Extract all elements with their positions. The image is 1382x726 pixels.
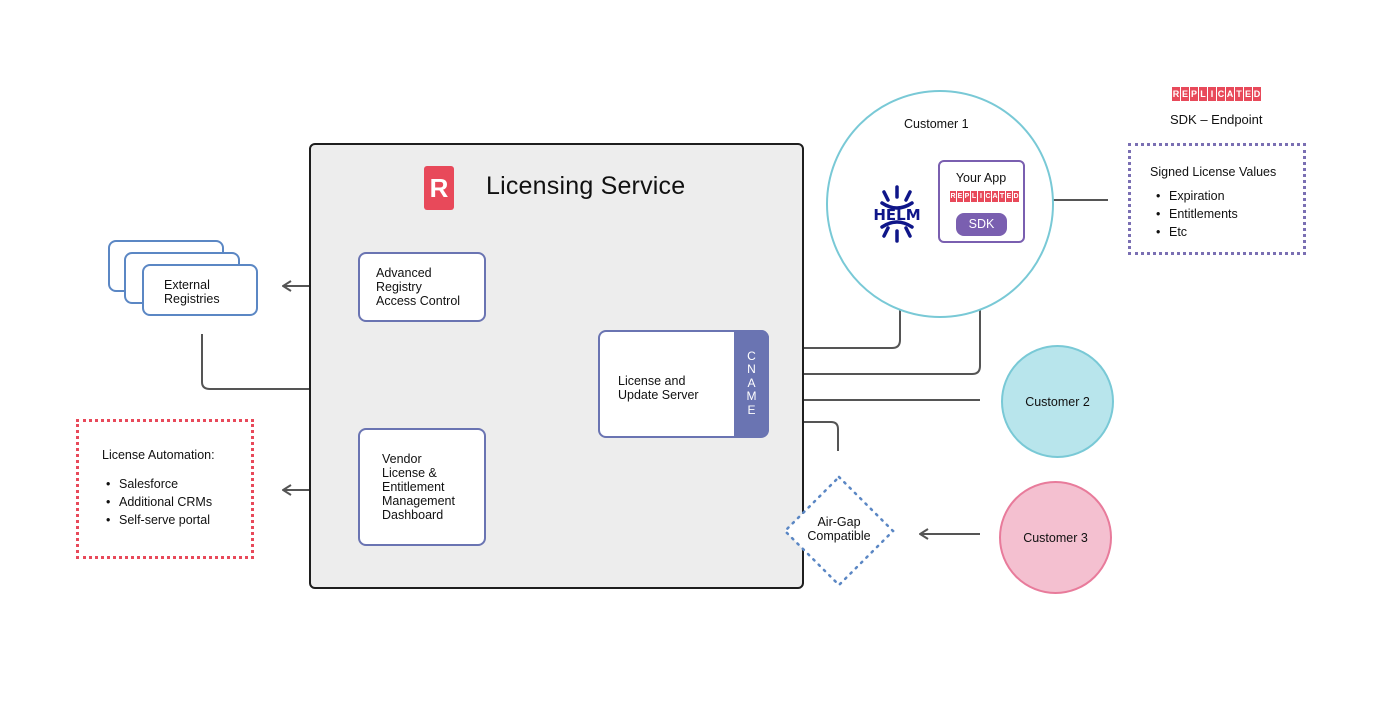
helm-logo-icon: HELM (866, 183, 928, 245)
license-value-item: Expiration (1151, 187, 1238, 205)
license-server-line: License and (618, 374, 686, 388)
vendor-dashboard-line: License & (382, 466, 437, 480)
license-server-line: Update Server (618, 388, 699, 402)
cname-letter: A (747, 375, 756, 390)
customer-2-label: Customer 2 (1025, 394, 1090, 409)
replicated-logo-small: R E P L I C A T E D (950, 191, 1019, 202)
replicated-r-logo-icon: R (424, 166, 454, 210)
logo-letter: L (971, 191, 977, 202)
license-value-item: Etc (1151, 223, 1238, 241)
logo-letter: A (992, 191, 998, 202)
automation-item: Additional CRMs (101, 493, 212, 511)
logo-letter: L (1199, 87, 1207, 101)
your-app-title: Your App (955, 171, 1007, 185)
logo-letter: C (985, 191, 991, 202)
external-registries-box[interactable]: External Registries (142, 264, 258, 316)
logo-letter: E (957, 191, 963, 202)
sdk-button[interactable]: SDK (956, 213, 1007, 236)
airgap-diamond: Air-Gap Compatible (781, 475, 897, 587)
external-registries-label: External Registries (164, 278, 220, 306)
signed-license-values-title: Signed License Values (1150, 165, 1277, 179)
logo-letter: I (1208, 87, 1216, 101)
logo-letter: E (1181, 87, 1189, 101)
signed-license-values-list: Expiration Entitlements Etc (1151, 187, 1238, 241)
helm-text: HELM (873, 206, 920, 224)
cname-letter: E (747, 402, 756, 417)
customer-3-label: Customer 3 (1023, 530, 1088, 545)
customer-2-circle[interactable]: Customer 2 (1001, 345, 1114, 458)
logo-letter: E (1244, 87, 1252, 101)
logo-letter: R (950, 191, 956, 202)
registry-access-control-box[interactable]: Advanced Registry Access Control (358, 252, 486, 322)
airgap-label: Air-Gap Compatible (781, 515, 897, 543)
airgap-line: Compatible (807, 529, 871, 543)
logo-letter: P (964, 191, 970, 202)
vendor-dashboard-line: Vendor (382, 452, 422, 466)
logo-letter: E (1006, 191, 1012, 202)
registry-access-line: Advanced (376, 266, 432, 280)
license-automation-title: License Automation: (102, 448, 215, 462)
logo-letter: A (1226, 87, 1234, 101)
logo-letter: T (999, 191, 1005, 202)
airgap-line: Air-Gap (817, 515, 861, 529)
logo-letter: D (1013, 191, 1019, 202)
licensing-service-title: Licensing Service (486, 172, 686, 200)
vendor-dashboard-line: Dashboard (382, 508, 444, 522)
vendor-dashboard-box[interactable]: Vendor License & Entitlement Management … (358, 428, 486, 546)
vendor-dashboard-line: Management (382, 494, 455, 508)
registry-access-line: Access Control (376, 294, 461, 308)
automation-item: Self-serve portal (101, 511, 212, 529)
logo-letter: D (1253, 87, 1261, 101)
replicated-logo: R E P L I C A T E D (1172, 87, 1261, 101)
logo-letter: I (978, 191, 984, 202)
license-automation-box: License Automation: Salesforce Additiona… (76, 419, 254, 559)
your-app-box[interactable]: Your App R E P L I C A T E D SDK (938, 160, 1025, 243)
logo-letter: C (1217, 87, 1225, 101)
vendor-dashboard-line: Entitlement (382, 480, 445, 494)
logo-letter: P (1190, 87, 1198, 101)
logo-letter: R (1172, 87, 1180, 101)
sdk-endpoint-title: SDK – Endpoint (1170, 112, 1263, 127)
cname-letter: M (746, 389, 757, 404)
license-value-item: Entitlements (1151, 205, 1238, 223)
cname-tab: C N A M E (734, 330, 769, 437)
license-automation-list: Salesforce Additional CRMs Self-serve po… (101, 475, 212, 529)
signed-license-values-box: Signed License Values Expiration Entitle… (1128, 143, 1306, 255)
cname-letter: C (747, 348, 756, 363)
automation-item: Salesforce (101, 475, 212, 493)
cname-letter: N (747, 362, 756, 377)
registry-access-line: Registry (376, 280, 422, 294)
customer-3-circle[interactable]: Customer 3 (999, 481, 1112, 594)
logo-letter: T (1235, 87, 1243, 101)
customer-1-label: Customer 1 (904, 117, 969, 131)
